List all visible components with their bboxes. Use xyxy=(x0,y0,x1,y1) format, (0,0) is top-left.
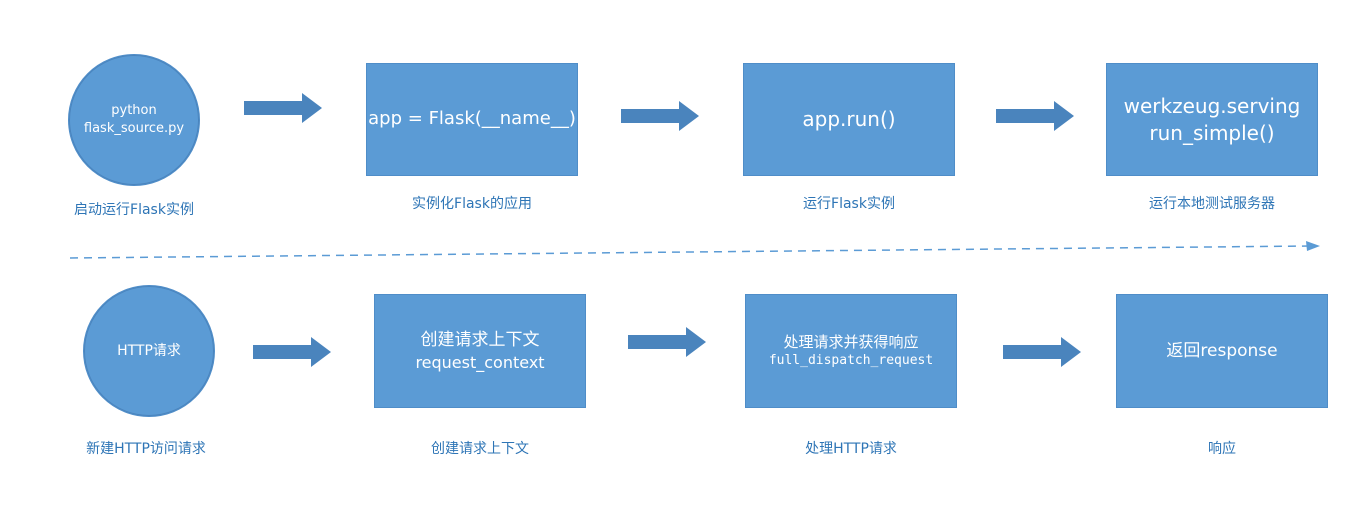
start-node-line-1: python xyxy=(111,103,157,119)
http-request-node-line-1: HTTP请求 xyxy=(117,342,181,359)
app-run-node: app.run() xyxy=(743,63,955,176)
flask-instance-caption: 实例化Flask的应用 xyxy=(412,196,532,212)
start-node: python flask_source.py xyxy=(68,54,200,186)
run-simple-caption: 运行本地测试服务器 xyxy=(1149,196,1275,212)
dispatch-request-node: 处理请求并获得响应 full_dispatch_request xyxy=(745,294,957,408)
dashed-arrow-connector xyxy=(70,240,1322,262)
response-node: 返回response xyxy=(1116,294,1328,408)
arrow-right-icon xyxy=(253,337,331,367)
arrow-right-icon xyxy=(996,101,1074,131)
flask-instance-node-line-1: app = Flask(__name__) xyxy=(368,108,576,130)
response-node-line-1: 返回response xyxy=(1166,340,1278,361)
request-context-node: 创建请求上下文 request_context xyxy=(374,294,586,408)
arrow-right-icon xyxy=(244,93,322,123)
arrow-right-icon xyxy=(628,327,706,357)
app-run-caption: 运行Flask实例 xyxy=(803,196,895,212)
arrow-right-icon xyxy=(1003,337,1081,367)
request-context-caption: 创建请求上下文 xyxy=(431,441,529,457)
run-simple-node: werkzeug.serving run_simple() xyxy=(1106,63,1318,176)
dispatch-request-node-line-2: full_dispatch_request xyxy=(768,353,934,369)
dispatch-request-caption: 处理HTTP请求 xyxy=(805,441,897,457)
start-node-line-2: flask_source.py xyxy=(83,121,185,136)
run-simple-node-line-2: run_simple() xyxy=(1149,120,1275,145)
dispatch-request-node-line-1: 处理请求并获得响应 xyxy=(783,333,919,352)
arrow-right-icon xyxy=(621,101,699,131)
http-request-caption: 新建HTTP访问请求 xyxy=(86,441,206,457)
flask-instance-node: app = Flask(__name__) xyxy=(366,63,578,176)
request-context-node-line-1: 创建请求上下文 xyxy=(420,329,540,350)
http-request-node: HTTP请求 xyxy=(83,285,215,417)
app-run-node-line-1: app.run() xyxy=(802,107,896,131)
start-node-caption: 启动运行Flask实例 xyxy=(74,202,194,218)
response-caption: 响应 xyxy=(1208,441,1236,457)
run-simple-node-line-1: werkzeug.serving xyxy=(1123,93,1301,118)
request-context-node-line-2: request_context xyxy=(415,352,545,372)
